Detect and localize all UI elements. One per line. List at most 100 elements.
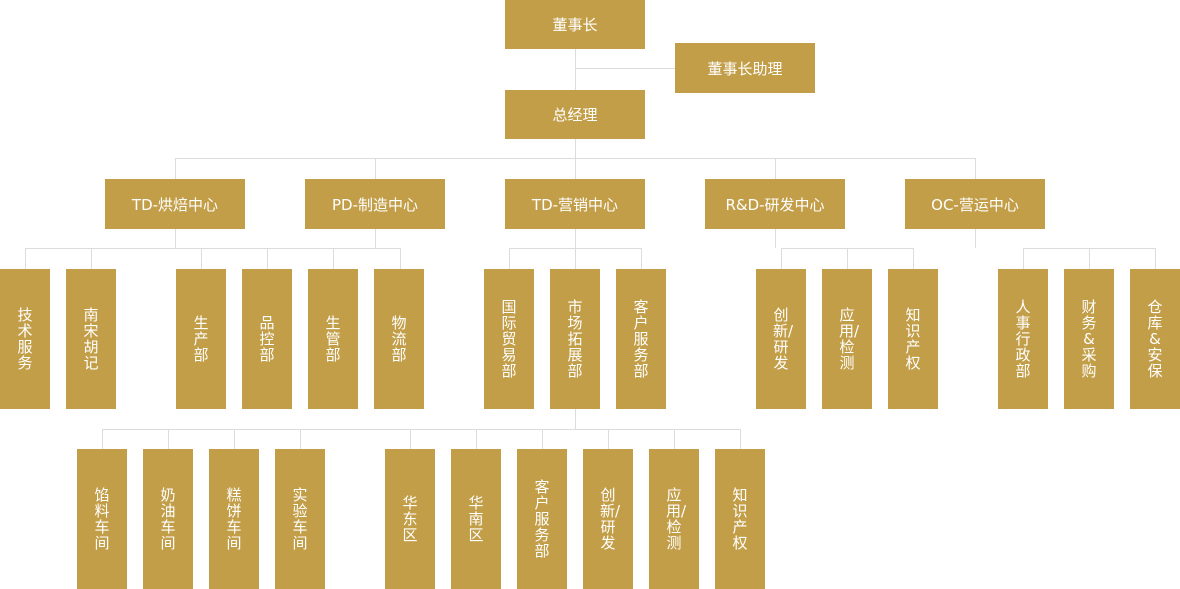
connector-center-3-down — [575, 229, 576, 248]
unit-lab: 实验车间 — [275, 449, 325, 589]
connector-unit-7 — [542, 429, 543, 449]
dept-label: 技术服务 — [17, 306, 33, 372]
unit-filling: 馅料车间 — [77, 449, 127, 589]
connector-dept-7 — [509, 248, 510, 269]
connector-dept-12 — [913, 248, 914, 269]
connector-center-4-down — [775, 229, 776, 248]
dept-label: 仓库&安保 — [1147, 298, 1163, 380]
connector-unit-6 — [476, 429, 477, 449]
center-baking: TD-烘焙中心 — [105, 179, 245, 229]
connector-unit-4 — [300, 429, 301, 449]
center-marketing: TD-营销中心 — [505, 179, 645, 229]
dept-ip: 知识产权 — [888, 269, 938, 409]
connector-chairman-gm — [575, 49, 576, 90]
connector-dept-1 — [25, 248, 26, 269]
connector-unit-5 — [410, 429, 411, 449]
dept-label: 创新/研发 — [773, 306, 794, 372]
connector-dept-11 — [847, 248, 848, 269]
unit-label: 馅料车间 — [94, 486, 110, 552]
connector-dept-4 — [267, 248, 268, 269]
dept-nansong-huji: 南宋胡记 — [66, 269, 116, 409]
dept-label: 生管部 — [325, 314, 341, 364]
connector-dept-9 — [641, 248, 642, 269]
dept-label: 品控部 — [259, 314, 275, 364]
dept-tech-service: 技术服务 — [0, 269, 50, 409]
unit-label: 知识产权 — [732, 486, 748, 552]
unit-label: 应用/检测 — [666, 486, 687, 552]
dept-label: 客户服务部 — [633, 298, 649, 380]
connector-gm-centers — [575, 139, 576, 158]
connector-unit-9 — [674, 429, 675, 449]
unit-east-china: 华东区 — [385, 449, 435, 589]
dept-application: 应用/检测 — [822, 269, 872, 409]
dept-quality: 品控部 — [242, 269, 292, 409]
dept-warehouse: 仓库&安保 — [1130, 269, 1180, 409]
dept-intl-trade: 国际贸易部 — [484, 269, 534, 409]
connector-unit-8 — [608, 429, 609, 449]
dept-label: 南宋胡记 — [83, 306, 99, 372]
unit-label: 华东区 — [402, 494, 418, 544]
connector-assistant — [575, 68, 675, 69]
connector-center-2-down — [375, 229, 376, 248]
dept-hr-admin: 人事行政部 — [998, 269, 1048, 409]
center-manufacturing: PD-制造中心 — [305, 179, 445, 229]
unit-label: 实验车间 — [292, 486, 308, 552]
unit-ip: 知识产权 — [715, 449, 765, 589]
dept-label: 知识产权 — [905, 306, 921, 372]
connector-unit-10 — [740, 429, 741, 449]
connector-center-1 — [175, 158, 176, 179]
connector-dept-8 — [575, 248, 576, 269]
dept-label: 生产部 — [193, 314, 209, 364]
unit-customer-service: 客户服务部 — [517, 449, 567, 589]
connector-unit-1 — [102, 429, 103, 449]
dept-logistics: 物流部 — [374, 269, 424, 409]
chairman-box: 董事长 — [505, 0, 645, 49]
unit-pastry: 糕饼车间 — [209, 449, 259, 589]
center-rnd: R&D-研发中心 — [705, 179, 845, 229]
connector-dept-15 — [1155, 248, 1156, 269]
dept-finance: 财务&采购 — [1064, 269, 1114, 409]
unit-cream: 奶油车间 — [143, 449, 193, 589]
connector-unit-3 — [234, 429, 235, 449]
unit-application: 应用/检测 — [649, 449, 699, 589]
unit-label: 华南区 — [468, 494, 484, 544]
assistant-box: 董事长助理 — [675, 43, 815, 93]
dept-label: 物流部 — [391, 314, 407, 364]
dept-innovation: 创新/研发 — [756, 269, 806, 409]
connector-unit-2 — [168, 429, 169, 449]
dept-label: 人事行政部 — [1015, 298, 1031, 380]
connector-dept-5 — [333, 248, 334, 269]
dept-customer-service: 客户服务部 — [616, 269, 666, 409]
unit-label: 奶油车间 — [160, 486, 176, 552]
connector-dept-6 — [400, 248, 401, 269]
connector-dept-3 — [201, 248, 202, 269]
connector-units-bar — [102, 429, 741, 430]
connector-center-3 — [575, 158, 576, 179]
connector-center-5-down — [975, 229, 976, 248]
unit-label: 客户服务部 — [534, 478, 550, 560]
connector-dept-10 — [781, 248, 782, 269]
unit-label: 创新/研发 — [600, 486, 621, 552]
dept-label: 应用/检测 — [839, 306, 860, 372]
dept-production-control: 生管部 — [308, 269, 358, 409]
dept-label: 国际贸易部 — [501, 298, 517, 380]
connector-group-1-bar — [25, 248, 401, 249]
connector-dept-2 — [91, 248, 92, 269]
connector-center-4 — [775, 158, 776, 179]
connector-dept-13 — [1023, 248, 1024, 269]
unit-south-china: 华南区 — [451, 449, 501, 589]
unit-innovation: 创新/研发 — [583, 449, 633, 589]
connector-center-5 — [975, 158, 976, 179]
gm-box: 总经理 — [505, 90, 645, 139]
connector-dept-14 — [1089, 248, 1090, 269]
connector-market-down — [575, 409, 576, 429]
center-operations: OC-营运中心 — [905, 179, 1045, 229]
connector-center-1-down — [175, 229, 176, 248]
dept-label: 财务&采购 — [1081, 298, 1097, 380]
dept-production: 生产部 — [176, 269, 226, 409]
connector-center-2 — [375, 158, 376, 179]
dept-market-expansion: 市场拓展部 — [550, 269, 600, 409]
dept-label: 市场拓展部 — [567, 298, 583, 380]
unit-label: 糕饼车间 — [226, 486, 242, 552]
